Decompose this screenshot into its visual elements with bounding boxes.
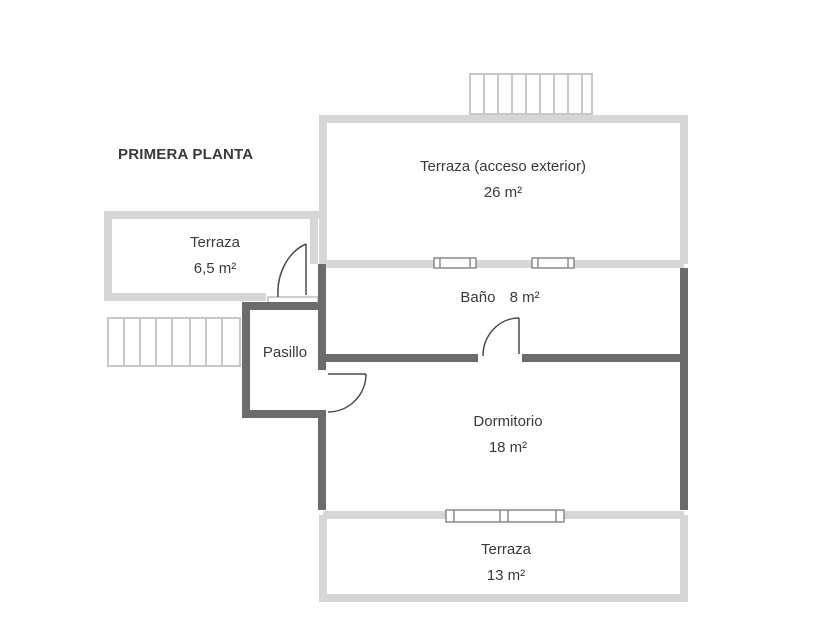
room-pasillo: Pasillo [250, 344, 320, 362]
room-name: Pasillo [262, 344, 308, 361]
room-name: Baño [460, 289, 496, 306]
room-dormitorio: Dormitorio 18 m² [438, 413, 578, 457]
room-terraza-bottom: Terraza 13 m² [436, 541, 576, 585]
windows-bano [433, 257, 575, 269]
room-name: Terraza (acceso exterior) [420, 158, 586, 175]
room-bano: Baño 8 m² [430, 289, 570, 307]
room-name: Terraza [189, 234, 241, 251]
stairs-top [469, 73, 593, 115]
interior-walls [242, 264, 688, 510]
windows-dormitorio [445, 509, 565, 523]
room-area: 18 m² [488, 439, 528, 456]
room-area: 6,5 m² [193, 260, 237, 277]
stairs-left [107, 317, 241, 367]
plan-title: PRIMERA PLANTA [118, 146, 254, 163]
room-area: 13 m² [486, 567, 526, 584]
door-swings [277, 243, 520, 413]
room-terraza-small: Terraza 6,5 m² [150, 234, 280, 278]
room-area: 8 m² [509, 289, 540, 306]
room-name: Terraza [480, 541, 532, 558]
room-terraza-exterior: Terraza (acceso exterior) 26 m² [378, 158, 628, 202]
room-area: 26 m² [483, 184, 523, 201]
room-name: Dormitorio [473, 413, 543, 430]
